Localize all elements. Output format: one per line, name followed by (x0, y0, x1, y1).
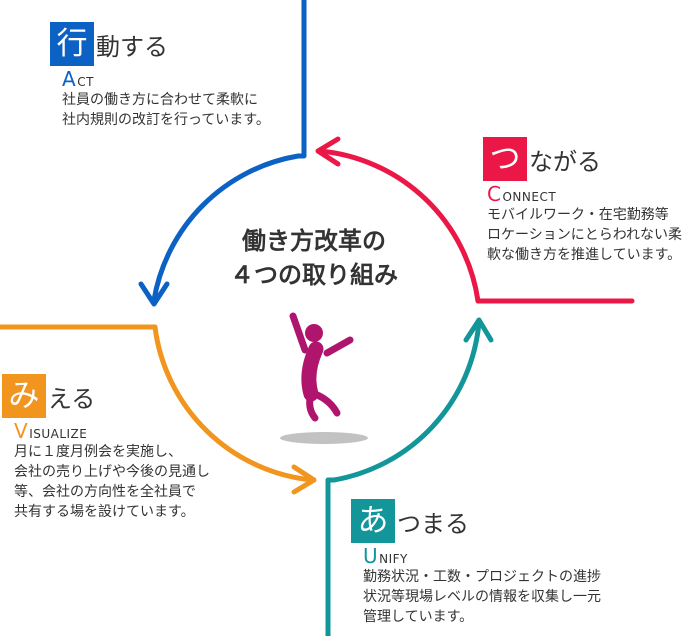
act-arrowhead (138, 281, 170, 307)
act-block: 行 動する ACT 社員の働き方に合わせて柔軟に 社内規則の改訂を行っています。 (50, 22, 270, 130)
visualize-subheading: VISUALIZE (2, 420, 210, 442)
act-heading-rest: 動する (96, 32, 168, 61)
connect-heading: つ ながる (483, 137, 682, 181)
visualize-heading-rest: える (48, 384, 96, 413)
unify-desc-line: 管理しています。 (363, 609, 474, 625)
act-subheading: ACT (50, 68, 270, 90)
unify-description: 勤務状況・工数・プロジェクトの進捗 状況等現場レベルの情報を収集し一元 管理して… (363, 567, 601, 627)
center-title-line-2: ４つの取り組み (230, 261, 398, 289)
act-badge: 行 (50, 22, 94, 66)
unify-subheading: UNIFY (351, 545, 601, 567)
unify-badge: あ (351, 499, 395, 543)
connect-arrowhead (315, 136, 341, 167)
unify-sub-rest: NIFY (379, 552, 408, 566)
visualize-desc-line: 月に１度月例会を実施し、 (14, 444, 182, 460)
connect-heading-rest: ながる (529, 147, 601, 176)
connect-connector (315, 136, 635, 304)
unify-connector (325, 317, 494, 636)
connect-desc-line: ロケーションにとらわれない柔 (487, 227, 683, 243)
visualize-connector (0, 324, 317, 495)
jumping-person-icon (289, 312, 354, 422)
act-desc-line: 社員の働き方に合わせて柔軟に (62, 92, 258, 108)
unify-desc-line: 状況等現場レベルの情報を収集し一元 (363, 589, 601, 605)
connect-desc-line: モバイルワーク・在宅勤務等 (487, 207, 669, 223)
visualize-heading: み える (2, 374, 210, 418)
visualize-desc-line: 会社の売り上げや今後の見通し (14, 464, 210, 480)
connect-subheading: CONNECT (483, 183, 682, 205)
act-description: 社員の働き方に合わせて柔軟に 社内規則の改訂を行っています。 (62, 90, 270, 130)
unify-heading: あ つまる (351, 499, 601, 543)
center-title-line-1: 働き方改革の (242, 227, 386, 255)
act-sub-rest: CT (77, 75, 94, 89)
unify-arrowhead (463, 317, 494, 343)
connect-badge: つ (483, 137, 527, 181)
visualize-sub-initial: V (14, 419, 29, 443)
visualize-sub-rest: ISUALIZE (29, 427, 88, 441)
visualize-desc-line: 共有する場を設けています。 (14, 504, 195, 520)
visualize-block: み える VISUALIZE 月に１度月例会を実施し、 会社の売り上げや今後の見… (2, 374, 210, 522)
unify-block: あ つまる UNIFY 勤務状況・工数・プロジェクトの進捗 状況等現場レベルの情… (351, 499, 601, 627)
visualize-badge: み (2, 374, 46, 418)
connect-sub-rest: ONNECT (502, 190, 557, 204)
act-connector (138, 0, 307, 307)
unify-sub-initial: U (363, 544, 379, 568)
connect-block: つ ながる CONNECT モバイルワーク・在宅勤務等 ロケーションにとらわれな… (483, 137, 682, 265)
visualize-arrowhead (291, 464, 317, 495)
connect-description: モバイルワーク・在宅勤務等 ロケーションにとらわれない柔 軟な働き方を推進してい… (487, 205, 682, 265)
act-heading: 行 動する (50, 22, 270, 66)
connect-sub-initial: C (487, 182, 502, 206)
unify-desc-line: 勤務状況・工数・プロジェクトの進捗 (363, 569, 601, 585)
act-sub-initial: A (62, 67, 77, 91)
center-title: 働き方改革の ４つの取り組み (196, 224, 432, 292)
visualize-description: 月に１度月例会を実施し、 会社の売り上げや今後の見通し 等、会社の方向性を全社員… (14, 442, 210, 522)
unify-heading-rest: つまる (397, 509, 469, 538)
visualize-desc-line: 等、会社の方向性を全社員で (14, 484, 196, 500)
connect-desc-line: 軟な働き方を推進しています。 (487, 247, 682, 263)
figure-shadow (280, 432, 368, 444)
act-desc-line: 社内規則の改訂を行っています。 (62, 112, 270, 128)
